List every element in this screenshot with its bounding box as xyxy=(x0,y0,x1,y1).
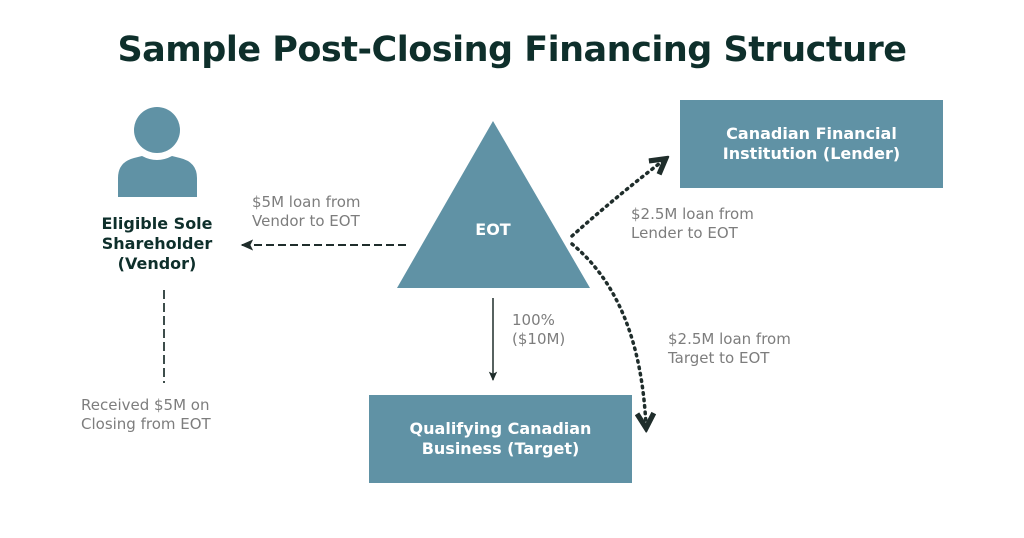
edge-label-line: $2.5M loan from xyxy=(631,205,754,223)
edge-label-line: Target to EOT xyxy=(668,349,770,367)
vendor-label-line: (Vendor) xyxy=(117,254,197,273)
lender-loan-arrow xyxy=(570,160,664,238)
ownership-label: 100% ($10M) xyxy=(512,311,565,349)
vendor-label-line: Shareholder xyxy=(101,234,213,253)
edge-label-line: ($10M) xyxy=(512,330,566,348)
edge-label-line: Closing from EOT xyxy=(81,415,211,433)
person-icon xyxy=(118,107,197,197)
vendor-loan-label: $5M loan from Vendor to EOT xyxy=(252,193,361,231)
edge-label-line: Received $5M on xyxy=(81,396,210,414)
vendor-label-line: Eligible Sole xyxy=(101,214,213,233)
target-box[interactable]: Qualifying Canadian Business (Target) xyxy=(369,395,632,483)
target-label-line: Qualifying Canadian xyxy=(409,419,592,438)
vendor-label: Eligible Sole Shareholder (Vendor) xyxy=(92,214,222,274)
diagram-title: Sample Post-Closing Financing Structure xyxy=(117,30,907,70)
edge-label-line: Lender to EOT xyxy=(631,224,738,242)
edge-label-line: $2.5M loan from xyxy=(668,330,791,348)
lender-loan-label: $2.5M loan from Lender to EOT xyxy=(631,205,754,243)
target-loan-label: $2.5M loan from Target to EOT xyxy=(668,330,791,368)
lender-label-line: Canadian Financial xyxy=(726,124,897,143)
eot-label: EOT xyxy=(475,220,511,239)
edge-label-line: 100% xyxy=(512,311,555,329)
eot-triangle[interactable] xyxy=(397,121,590,288)
target-label-line: Business (Target) xyxy=(421,439,580,458)
edge-label-line: Vendor to EOT xyxy=(252,212,360,230)
lender-label-line: Institution (Lender) xyxy=(722,144,901,163)
vendor-received-label: Received $5M on Closing from EOT xyxy=(81,396,211,434)
edge-label-line: $5M loan from xyxy=(252,193,361,211)
target-loan-arrow xyxy=(570,242,646,426)
lender-box[interactable]: Canadian Financial Institution (Lender) xyxy=(680,100,943,188)
